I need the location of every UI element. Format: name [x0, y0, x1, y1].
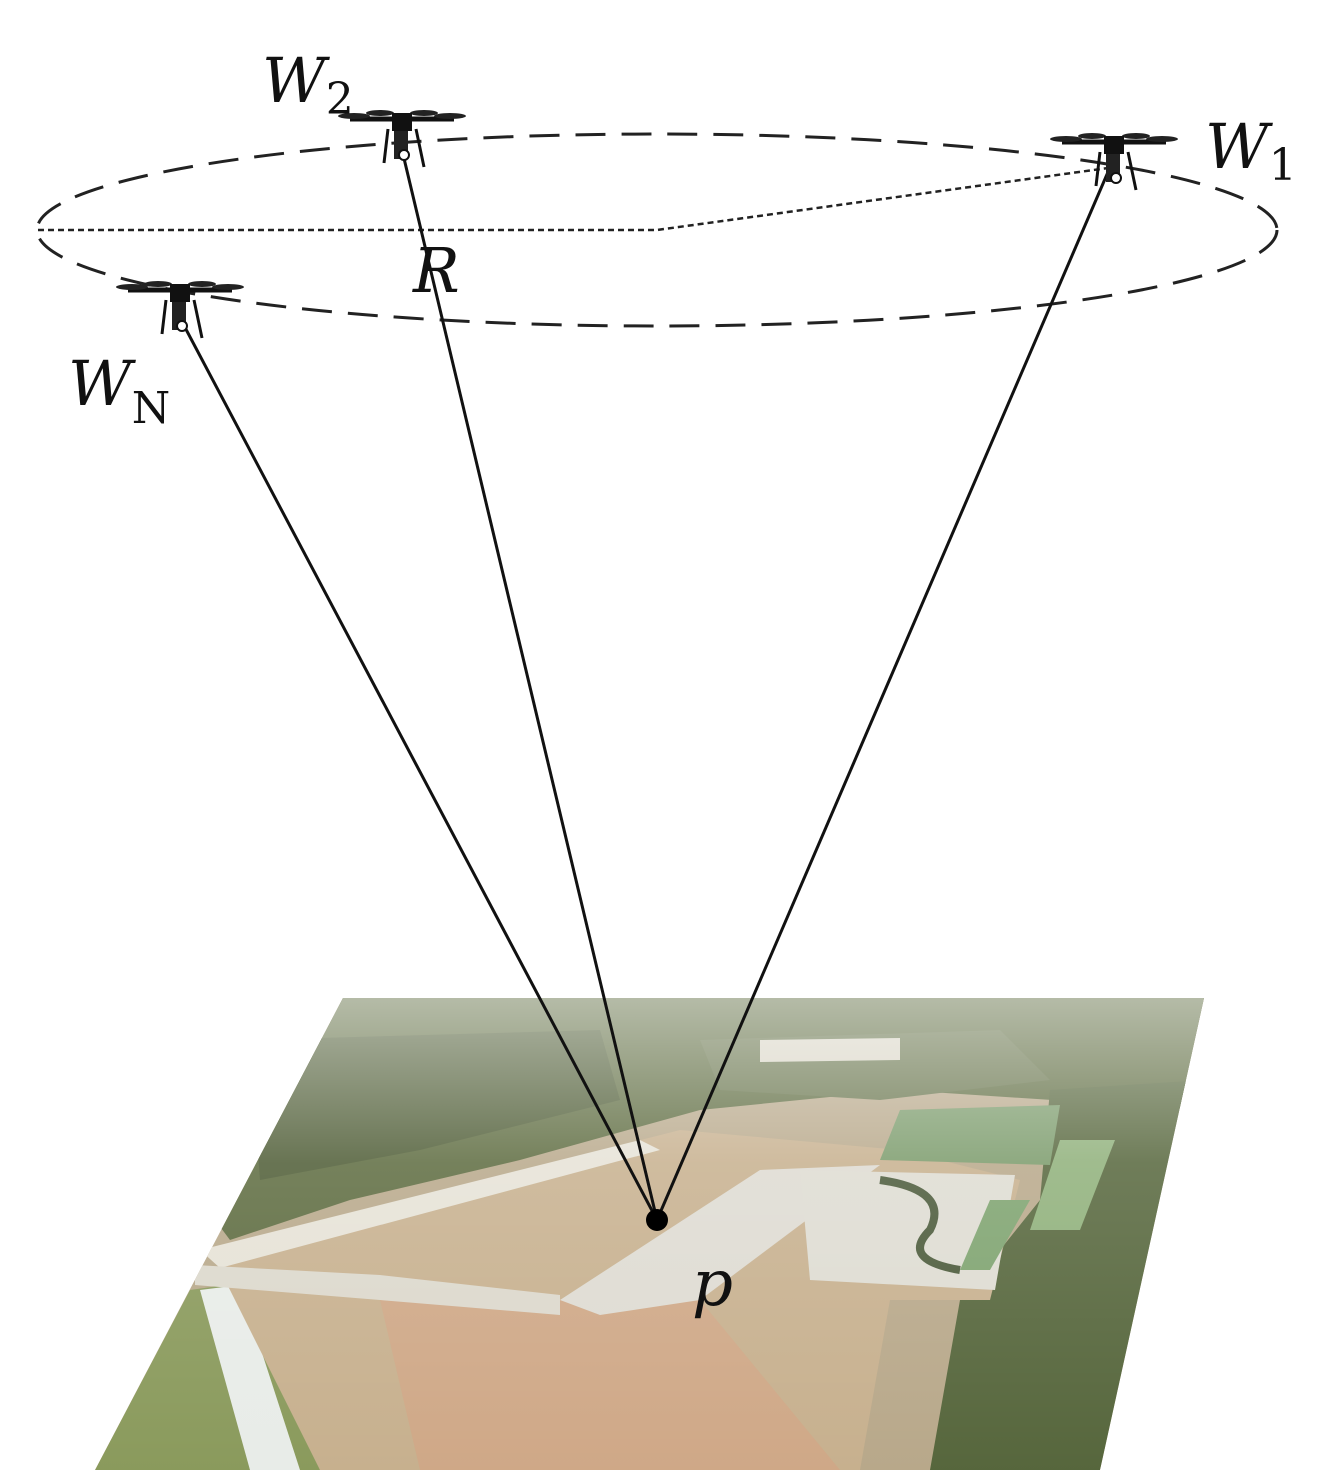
- drone-wn-icon: [116, 281, 244, 338]
- label-w2-sub: 2: [326, 74, 354, 125]
- label-w1: W1: [1205, 110, 1297, 191]
- label-target: p: [692, 1247, 733, 1321]
- ground-aerial-image: [90, 995, 1210, 1475]
- label-wn-main: W: [68, 347, 136, 420]
- label-wn-sub: N: [132, 383, 171, 434]
- label-wn: WN: [68, 347, 170, 434]
- label-radius: R: [412, 234, 460, 307]
- label-w2-main: W: [262, 44, 330, 117]
- label-w1-sub: 1: [1269, 140, 1297, 191]
- target-point: [646, 1209, 668, 1231]
- radius-line: [38, 168, 1108, 230]
- drone-w1-icon: [1050, 133, 1178, 190]
- label-w2: W2: [262, 44, 354, 125]
- label-w1-main: W: [1205, 110, 1273, 183]
